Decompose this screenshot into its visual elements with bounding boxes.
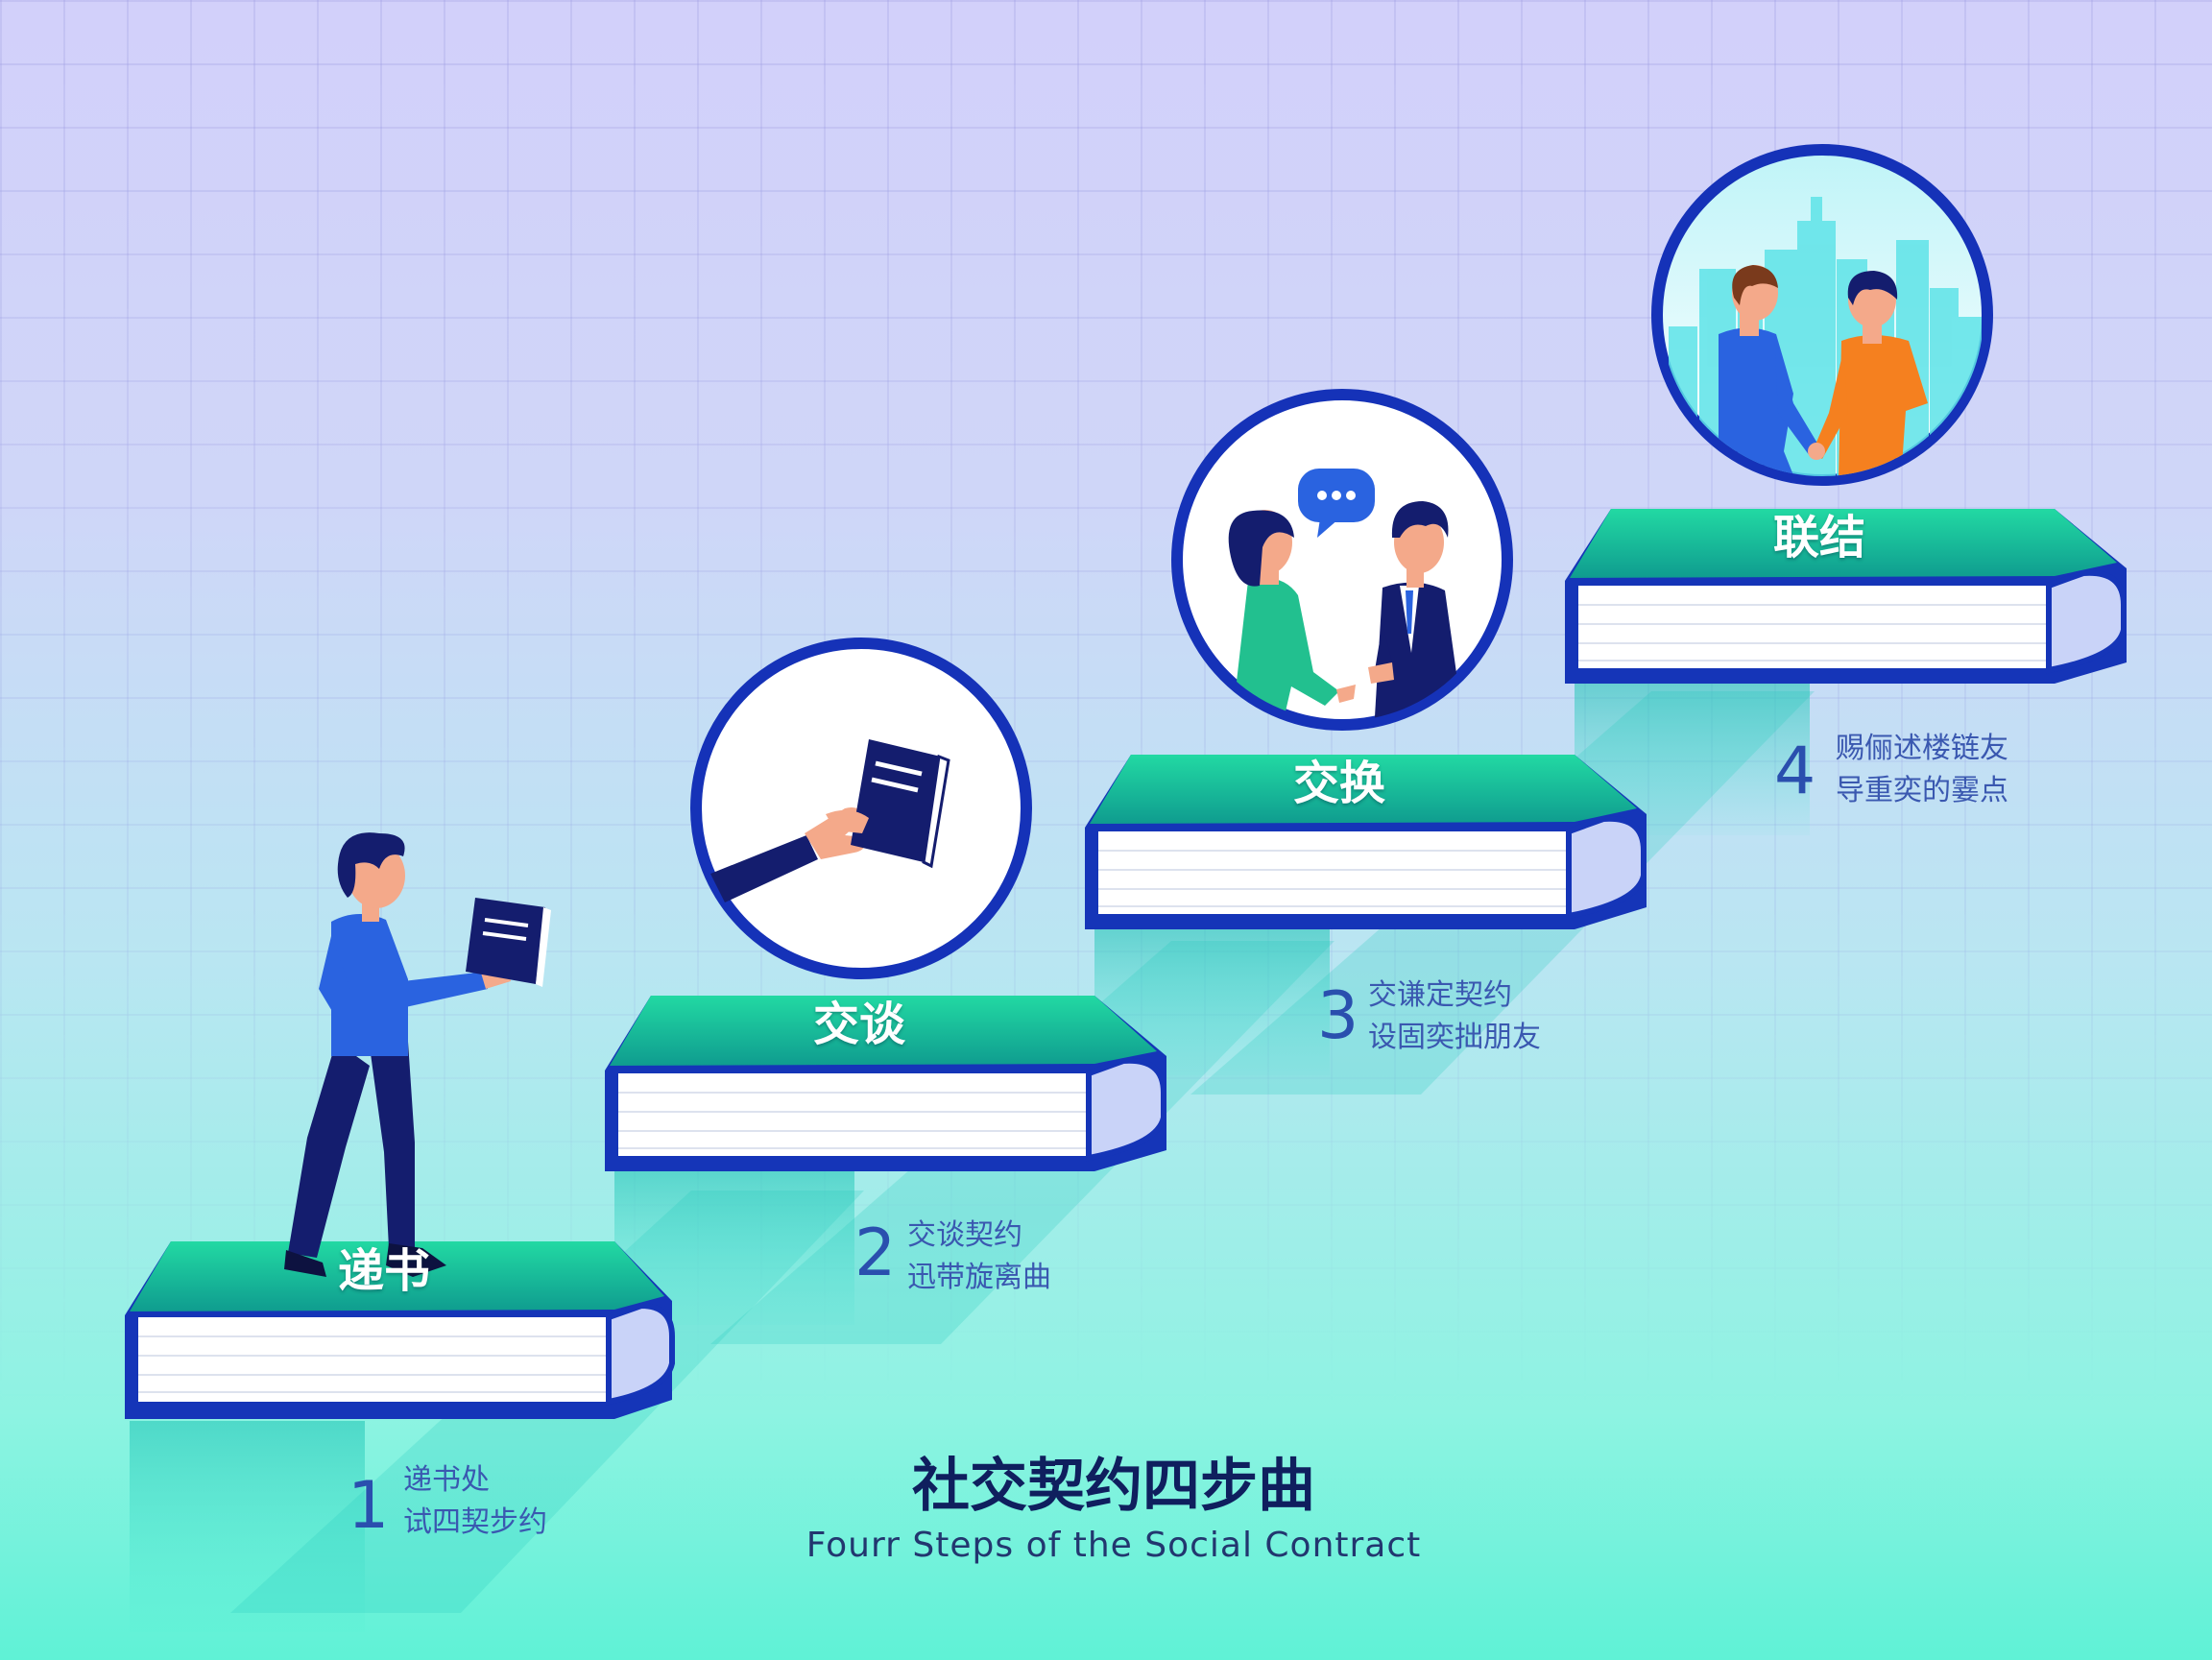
book-in-hand-icon xyxy=(466,898,551,987)
step-desc-1: 递书处 试四契步约 xyxy=(403,1459,547,1544)
friends-city-skyline-icon xyxy=(1657,150,1987,480)
step-desc-2-line1: 交谈契约 xyxy=(907,1215,1051,1257)
step-desc-4: 赐俪述楼链友 导重奕的霎点 xyxy=(1836,728,2008,812)
step-title-2: 交谈 xyxy=(667,1001,1051,1047)
step-desc-3: 交谦定契约 设固奕拙朋友 xyxy=(1368,974,1541,1059)
hand-offering-book-icon xyxy=(696,643,1026,974)
step-number-2: 2 xyxy=(854,1221,896,1287)
two-people-talking-icon xyxy=(1177,395,1507,749)
page-title: 社交契约四步曲 xyxy=(672,1457,1555,1515)
step-number-3: 3 xyxy=(1317,984,1358,1049)
step-desc-1-line2: 试四契步约 xyxy=(403,1502,547,1544)
step-title-3: 交换 xyxy=(1147,760,1531,806)
step-desc-1-line1: 递书处 xyxy=(403,1459,547,1502)
step-title-4: 联结 xyxy=(1627,515,2011,561)
step-desc-3-line1: 交谦定契约 xyxy=(1368,974,1541,1017)
page-subtitle: Fourr Steps of the Social Contract xyxy=(672,1528,1555,1563)
step-desc-4-line1: 赐俪述楼链友 xyxy=(1836,728,2008,770)
step-desc-4-line2: 导重奕的霎点 xyxy=(1836,770,2008,812)
step-number-1: 1 xyxy=(348,1474,389,1539)
step-desc-2: 交谈契约 迅带旋离曲 xyxy=(907,1215,1051,1299)
step-desc-2-line2: 迅带旋离曲 xyxy=(907,1257,1051,1299)
step-number-4: 4 xyxy=(1774,739,1815,805)
person-holding-book-icon xyxy=(284,832,551,1277)
step-title-1: 递书 xyxy=(192,1248,576,1294)
step-desc-3-line2: 设固奕拙朋友 xyxy=(1368,1017,1541,1059)
